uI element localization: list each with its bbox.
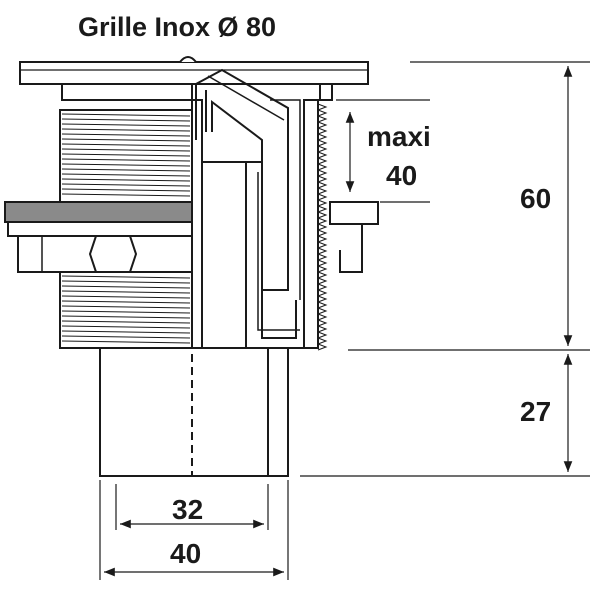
thread-tooth	[317, 265, 328, 273]
thread-line	[61, 163, 191, 167]
max-clamp-label: maxi	[367, 121, 431, 152]
thread-tooth	[317, 115, 328, 123]
outer-diameter-label: 40	[170, 538, 202, 569]
thread-line	[61, 280, 191, 284]
thread-tooth	[317, 277, 328, 285]
thread-tooth	[317, 175, 328, 183]
lower-thread	[59, 271, 193, 349]
thread-line	[61, 188, 191, 192]
thread-line	[61, 158, 191, 162]
thread-tooth	[317, 133, 328, 141]
thread-line	[61, 275, 191, 279]
thread-line	[61, 128, 191, 132]
thread-line	[61, 290, 191, 294]
drawing-title: Grille Inox Ø 80	[78, 12, 277, 42]
thread-tooth	[317, 289, 328, 297]
grille-center-pin	[179, 56, 197, 63]
thread-tooth	[317, 343, 328, 351]
thread-tooth	[317, 139, 328, 147]
thread-tooth	[317, 247, 328, 255]
thread-line	[61, 310, 191, 314]
thread-tooth	[317, 283, 328, 291]
thread-tooth	[317, 217, 328, 225]
thread-line	[61, 168, 191, 172]
thread-line	[61, 300, 191, 304]
thread-line	[61, 113, 191, 117]
thread-line	[61, 148, 191, 152]
top-flange	[19, 61, 369, 101]
thread-tooth	[317, 199, 328, 207]
right-clamp	[329, 201, 379, 273]
lock-nut	[7, 221, 193, 273]
thread-line	[61, 173, 191, 177]
total-height-label: 60	[520, 183, 552, 214]
thread-tooth	[317, 205, 328, 213]
thread-tooth	[317, 145, 328, 153]
thread-tooth	[317, 271, 328, 279]
thread-line	[61, 325, 191, 329]
thread-tooth	[317, 241, 328, 249]
thread-line	[61, 138, 191, 142]
thread-tooth	[317, 187, 328, 195]
thread-line	[61, 183, 191, 187]
thread-line	[61, 133, 191, 137]
thread-line	[61, 153, 191, 157]
thread-tooth	[317, 169, 328, 177]
thread-tooth	[317, 121, 328, 129]
right-thread-wall	[303, 99, 328, 351]
countertop	[4, 201, 193, 223]
thread-tooth	[317, 331, 328, 339]
thread-line	[61, 315, 191, 319]
lower-height-label: 27	[520, 396, 552, 427]
thread-line	[61, 305, 191, 309]
thread-tooth	[317, 193, 328, 201]
thread-tooth	[317, 109, 328, 117]
thread-tooth	[317, 163, 328, 171]
thread-tooth	[317, 313, 328, 321]
thread-line	[61, 285, 191, 289]
thread-line	[61, 295, 191, 299]
thread-tooth	[317, 319, 328, 327]
thread-tooth	[317, 157, 328, 165]
thread-tooth	[317, 229, 328, 237]
lower-tube	[99, 347, 304, 477]
thread-line	[61, 193, 191, 197]
thread-tooth	[317, 181, 328, 189]
thread-tooth	[317, 211, 328, 219]
thread-line	[61, 178, 191, 182]
thread-tooth	[317, 259, 328, 267]
thread-tooth	[317, 151, 328, 159]
thread-tooth	[317, 325, 328, 333]
thread-line	[61, 320, 191, 324]
thread-tooth	[317, 337, 328, 345]
thread-tooth	[317, 223, 328, 231]
thread-tooth	[317, 295, 328, 303]
body-inner-walls	[191, 68, 301, 349]
thread-tooth	[317, 307, 328, 315]
thread-line	[61, 330, 191, 334]
thread-tooth	[317, 103, 328, 111]
thread-line	[61, 118, 191, 122]
thread-tooth	[317, 235, 328, 243]
upper-thread	[59, 109, 193, 203]
thread-line	[61, 143, 191, 147]
thread-line	[61, 335, 191, 339]
thread-line	[61, 123, 191, 127]
max-clamp-value: 40	[386, 160, 418, 191]
thread-line	[61, 340, 191, 344]
thread-tooth	[317, 127, 328, 135]
thread-tooth	[317, 301, 328, 309]
thread-tooth	[317, 253, 328, 261]
inner-diameter-label: 32	[172, 494, 204, 525]
